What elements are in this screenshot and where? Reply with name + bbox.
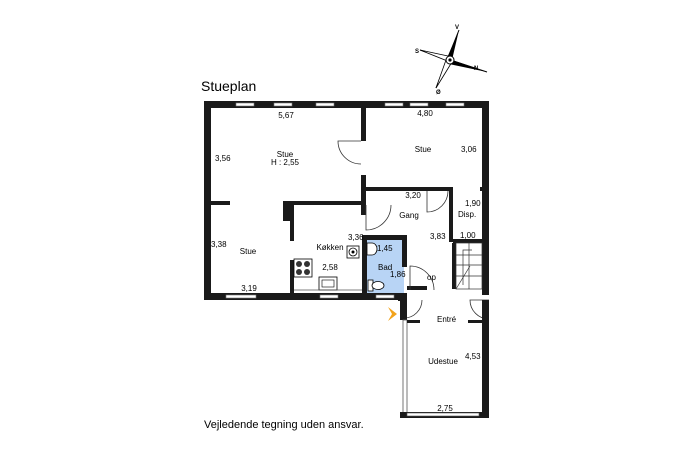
disp-name: Disp. — [458, 210, 476, 219]
stue-main-width: 5,67 — [278, 111, 294, 120]
door-swings — [337, 140, 490, 320]
gang-name: Gang — [399, 211, 419, 220]
gang-depth: 3,83 — [430, 232, 446, 241]
compass-south-label: S — [415, 49, 419, 55]
bath-width: 1,45 — [377, 244, 393, 253]
stue-main-name: Stue — [277, 150, 294, 159]
udestue-walls — [400, 300, 489, 418]
stue-right-depth: 3,06 — [461, 145, 477, 154]
compass-north-label: N — [474, 66, 478, 72]
stue-right-name: Stue — [415, 145, 432, 154]
entrance-arrow-icon — [388, 307, 397, 321]
top-windows — [235, 102, 465, 107]
plan-title: Stueplan — [201, 78, 256, 94]
kitchen-stove-icon — [293, 258, 313, 278]
udestue-name: Udestue — [428, 357, 458, 366]
outer-walls — [204, 101, 489, 301]
stue-lower-width: 3,19 — [241, 284, 257, 293]
stairs-label: op — [427, 273, 436, 282]
wash-basin-icon — [366, 242, 378, 256]
udestue-width: 2,75 — [437, 404, 453, 413]
disp-width: 1,00 — [460, 231, 476, 240]
kitchen-dim-a: 3,36 — [348, 233, 364, 242]
fireplace-icon — [346, 245, 360, 259]
kitchen-sink-icon — [318, 276, 338, 291]
gang-width: 3,20 — [405, 191, 421, 200]
toilet-icon — [367, 279, 385, 292]
entre-name: Entré — [437, 315, 457, 324]
staircase — [455, 242, 483, 290]
kitchen-name: Køkken — [316, 243, 343, 252]
stue-right-width: 4,80 — [417, 109, 433, 118]
stue-main-depth: 3,56 — [215, 154, 231, 163]
bath-depth: 1,86 — [390, 270, 406, 279]
compass-rose-icon: V S N Ø — [415, 25, 488, 96]
disp-depth: 1,90 — [465, 199, 481, 208]
stue-main-height: H : 2,55 — [271, 158, 300, 167]
compass-east-label: Ø — [436, 90, 441, 96]
compass-west-label: V — [455, 25, 459, 31]
bottom-windows — [225, 294, 395, 299]
disclaimer-text: Vejledende tegning uden ansvar. — [204, 419, 364, 431]
bath-name: Bad — [378, 263, 392, 272]
kitchen-dim-b: 2,58 — [322, 263, 338, 272]
udestue-depth: 4,53 — [465, 352, 481, 361]
stue-lower-name: Stue — [240, 247, 257, 256]
stue-lower-depth: 3,38 — [211, 240, 227, 249]
interior-walls — [204, 101, 489, 297]
